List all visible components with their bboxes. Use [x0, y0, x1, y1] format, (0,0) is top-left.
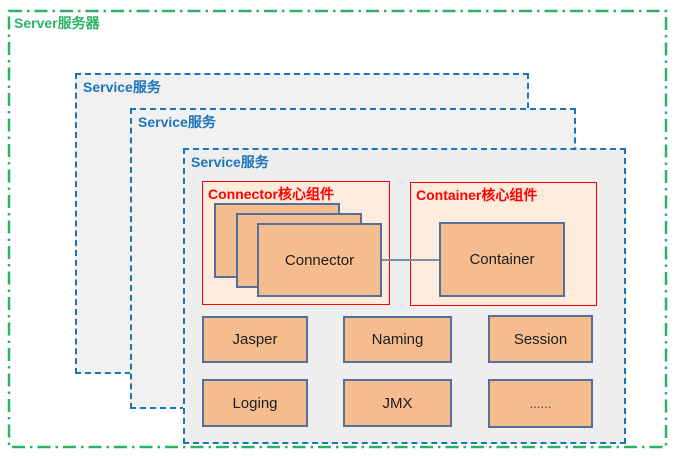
component-box-ellipsis: ......: [488, 379, 593, 428]
connector-box-front: Connector: [257, 223, 382, 297]
server-box-label: Server服务器: [14, 15, 100, 31]
connector-box-label: Connector: [284, 251, 355, 269]
service-box-1-label: Service服务: [83, 79, 161, 95]
service-box-3-label: Service服务: [191, 154, 269, 170]
component-box-jmx: JMX: [343, 379, 452, 427]
container-group-title: Container核心组件: [416, 187, 538, 203]
container-box-label: Container: [469, 251, 535, 268]
component-label-session: Session: [513, 330, 568, 348]
component-label-jmx: JMX: [382, 394, 413, 412]
component-box-loging: Loging: [202, 379, 308, 427]
component-box-session: Session: [488, 315, 593, 363]
component-label-loging: Loging: [232, 394, 278, 412]
component-label-jasper: Jasper: [232, 331, 278, 348]
component-box-jasper: Jasper: [202, 316, 308, 363]
component-label-naming: Naming: [371, 331, 424, 348]
connector-container-link: [381, 259, 440, 261]
container-box: Container: [439, 222, 565, 297]
component-label-ellipsis: ......: [529, 396, 552, 411]
service-box-2-label: Service服务: [138, 114, 216, 130]
connector-group-title: Connector核心组件: [208, 186, 334, 202]
component-box-naming: Naming: [343, 316, 452, 363]
